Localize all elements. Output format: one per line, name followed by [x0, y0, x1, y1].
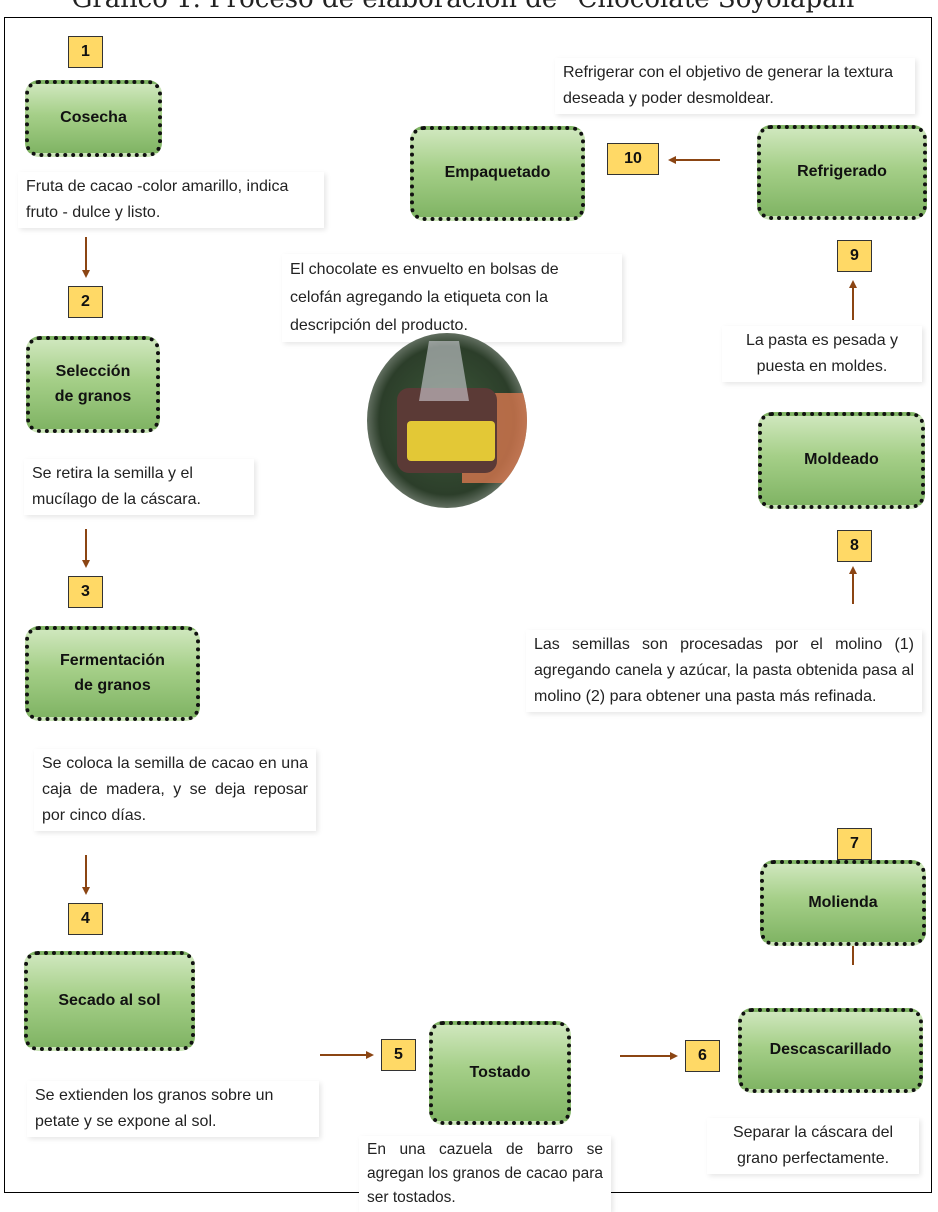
- desc-descascarillado: Separar la cáscara del grano perfectamen…: [707, 1118, 919, 1174]
- stage-tostado: Tostado: [429, 1021, 571, 1125]
- step-number-1: 1: [68, 36, 103, 68]
- stage-secado: Secado al sol: [24, 951, 195, 1051]
- step-number-9: 9: [837, 240, 872, 272]
- stage-cosecha: Cosecha: [25, 80, 162, 157]
- desc-empaquetado: El chocolate es envuelto en bolsas de ce…: [282, 254, 622, 342]
- step-number-5: 5: [381, 1039, 416, 1071]
- desc-moldeado: La pasta es pesada y puesta en moldes.: [722, 326, 922, 382]
- step-number-8: 8: [837, 530, 872, 562]
- desc-tostado: En una cazuela de barro se agregan los g…: [359, 1136, 611, 1212]
- step-number-7: 7: [837, 828, 872, 860]
- product-photo: [367, 333, 527, 508]
- stage-moldeado: Moldeado: [758, 412, 925, 509]
- desc-seleccion: Se retira la semilla y el mucílago de la…: [24, 459, 254, 515]
- step-number-2: 2: [68, 286, 103, 318]
- desc-molienda: Las semillas son procesadas por el molin…: [526, 630, 922, 712]
- desc-fermentacion: Se coloca la semilla de cacao en una caj…: [34, 749, 316, 831]
- stage-refrigerado: Refrigerado: [757, 125, 927, 220]
- stage-fermentacion: Fermentación de granos: [25, 626, 200, 721]
- step-number-10: 10: [607, 143, 659, 175]
- desc-secado: Se extienden los granos sobre un petate …: [27, 1081, 319, 1137]
- stage-descascarillado: Descascarillado: [738, 1008, 923, 1093]
- stage-seleccion: Selección de granos: [26, 336, 160, 433]
- figure-title: Gráfico 1. Proceso de elaboración de "Ch…: [0, 0, 938, 20]
- step-number-3: 3: [68, 576, 103, 608]
- desc-cosecha: Fruta de cacao -color amarillo, indica f…: [18, 172, 324, 228]
- step-number-4: 4: [68, 903, 103, 935]
- step-number-6: 6: [685, 1040, 720, 1072]
- stage-empaquetado: Empaquetado: [410, 126, 585, 221]
- stage-molienda: Molienda: [760, 860, 926, 946]
- desc-refrigerado: Refrigerar con el objetivo de generar la…: [555, 58, 915, 114]
